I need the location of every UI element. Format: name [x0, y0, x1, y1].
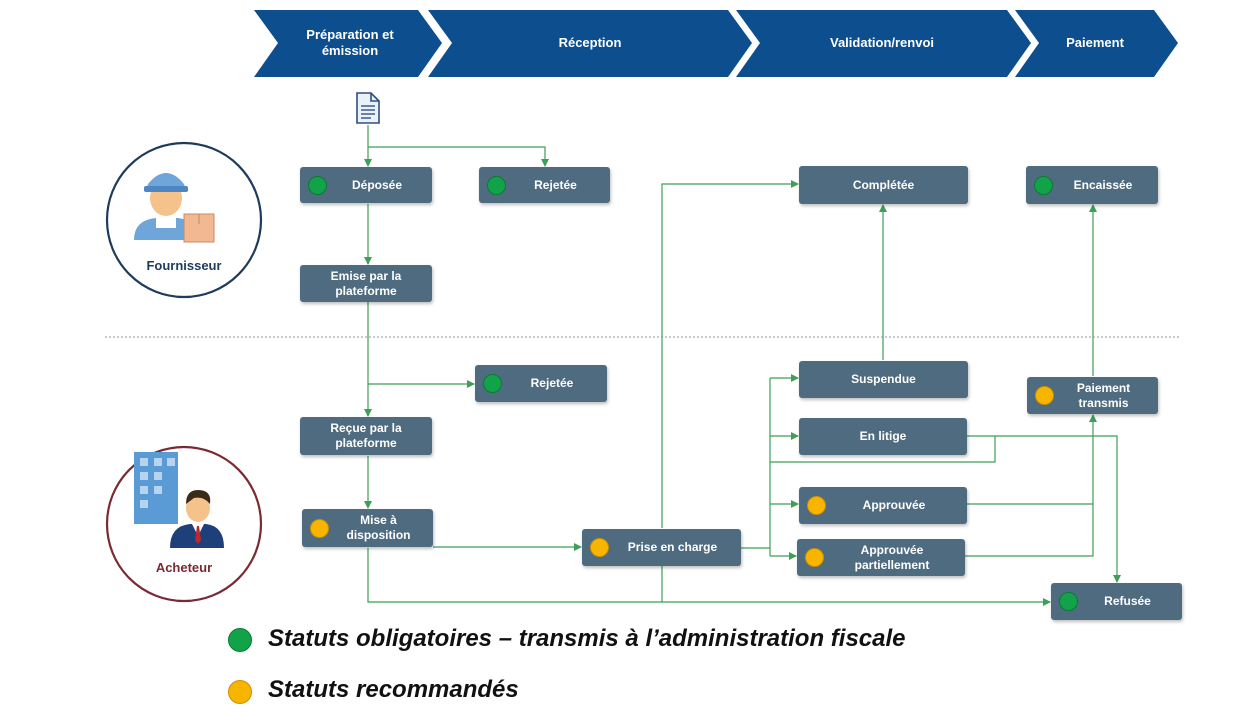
recommended-status-dot: [590, 538, 609, 557]
connector-partiel-paiement: [965, 414, 1097, 557]
status-rejetee-mid-label: Rejetée: [530, 376, 574, 390]
phase-label-prep: Préparation et émission: [306, 27, 394, 58]
status-suspendue: Suspendue: [799, 361, 968, 398]
legend-recommended-dot: [228, 680, 252, 704]
status-rejetee-mid: Rejetée: [475, 365, 607, 402]
phase-banner: [254, 10, 1178, 77]
status-emise-label: Emise par la plateforme: [330, 268, 402, 298]
connector-mise-refusee: [367, 548, 1051, 606]
status-litige-label: En litige: [859, 429, 907, 443]
connector-prise-completee: [661, 180, 799, 528]
phase-label-paiement: Paiement: [1066, 35, 1124, 50]
status-emise: Emise par la plateforme: [300, 265, 432, 302]
legend-recommended-text: Statuts recommandés: [268, 676, 519, 703]
phase-label-validation: Validation/renvoi: [829, 35, 935, 50]
phase-arrow-reception: [428, 10, 752, 77]
status-paiement: Paiement transmis: [1027, 377, 1158, 414]
status-litige: En litige: [799, 418, 967, 455]
supplier-label: Fournisseur: [146, 258, 222, 273]
recommended-status-dot: [807, 496, 826, 515]
status-approuvee-label: Approuvée: [862, 498, 926, 512]
status-suspendue-label: Suspendue: [851, 372, 916, 386]
status-mise: Mise à disposition: [302, 509, 433, 547]
status-encaissee-label: Encaissée: [1073, 177, 1133, 192]
status-deposee-label: Déposée: [351, 177, 403, 192]
mandatory-status-dot: [308, 175, 327, 195]
phase-arrow-prep: [254, 10, 442, 77]
recommended-status-dot: [1035, 386, 1054, 405]
buyer-actor-circle: [105, 445, 263, 603]
buyer-label: Acheteur: [155, 560, 213, 575]
status-recue: Reçue par la plateforme: [300, 417, 432, 455]
status-prise-label: Prise en charge: [627, 540, 718, 554]
connector-litige-refusee: [967, 435, 1121, 583]
status-recue-label: Reçue par la plateforme: [330, 421, 402, 450]
status-partiel-label: Approuvée partiellement: [854, 542, 930, 572]
connector-litige-loop: [770, 436, 996, 463]
connector-doc-rejetee: [368, 146, 549, 167]
delivery-person-icon: [134, 173, 215, 243]
legend-mandatory-text: Statuts obligatoires – transmis à l’admi…: [268, 625, 906, 652]
mandatory-status-dot: [1034, 175, 1053, 195]
status-completee-label: Complétée: [852, 177, 915, 192]
status-completee: Complétée: [799, 166, 968, 204]
supplier-actor-circle: [105, 141, 263, 299]
status-partiel: Approuvée partiellement: [797, 539, 965, 576]
status-approuvee: Approuvée: [799, 487, 967, 524]
phase-arrow-paiement: [1015, 10, 1178, 77]
phase-arrow-validation: [736, 10, 1031, 77]
status-paiement-label: Paiement transmis: [1076, 380, 1131, 410]
status-rejetee-top-label: Rejetée: [534, 177, 577, 192]
status-deposee: Déposée: [300, 167, 432, 203]
mandatory-status-dot: [1059, 592, 1078, 611]
businessman-building-icon: [134, 452, 224, 548]
document-icon: [356, 92, 380, 124]
mandatory-status-dot: [487, 175, 506, 195]
status-refusee: Refusée: [1051, 583, 1182, 620]
phase-label-reception: Réception: [558, 35, 622, 50]
recommended-status-dot: [310, 518, 329, 538]
legend-mandatory-dot: [228, 628, 252, 652]
status-encaissee: Encaissée: [1026, 166, 1158, 204]
recommended-status-dot: [805, 548, 824, 567]
status-mise-label: Mise à disposition: [346, 513, 411, 542]
status-refusee-label: Refusée: [1104, 594, 1151, 608]
mandatory-status-dot: [483, 374, 502, 393]
status-prise: Prise en charge: [582, 529, 741, 566]
status-rejetee-top: Rejetée: [479, 167, 610, 203]
